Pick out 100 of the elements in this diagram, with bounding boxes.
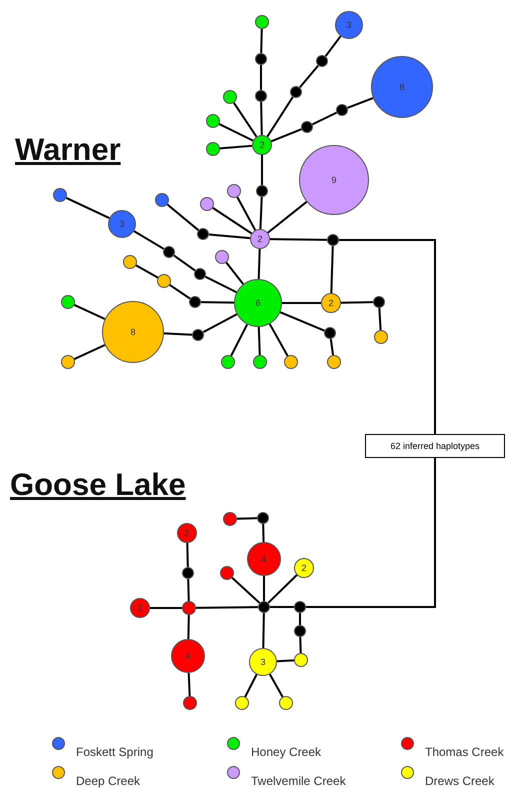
haplotype-circle xyxy=(335,11,363,39)
connector-line xyxy=(268,323,288,356)
connector-line xyxy=(260,65,262,90)
connector-line xyxy=(236,196,256,231)
connector-line xyxy=(258,326,261,356)
connector-line xyxy=(347,97,374,109)
median-vector-dot xyxy=(189,296,201,308)
haplotype-circle xyxy=(130,598,150,618)
label-box xyxy=(365,434,505,458)
connector-line xyxy=(266,96,294,138)
haplotype-circle xyxy=(249,648,277,676)
connector-line xyxy=(259,196,263,230)
connector-line xyxy=(212,207,252,234)
haplotype-circle xyxy=(227,184,241,198)
connector-line xyxy=(280,311,325,332)
haplotype-circle xyxy=(157,274,171,288)
connector-line xyxy=(378,308,382,330)
region-title: Goose Lake xyxy=(10,469,186,500)
connector-line xyxy=(330,246,334,294)
connector-line xyxy=(134,230,164,250)
connector-line xyxy=(262,612,265,648)
haplotype-count: 8 xyxy=(130,328,136,336)
haplotype-circle xyxy=(206,114,220,128)
haplotype-circle xyxy=(223,90,237,104)
median-vector-dot xyxy=(290,86,302,98)
connector-line xyxy=(267,201,308,234)
haplotype-circle xyxy=(200,197,214,211)
connector-line xyxy=(233,102,258,138)
median-vector-dot xyxy=(255,90,267,102)
haplotype-circle xyxy=(171,639,205,673)
legend-label: Drews Creek xyxy=(425,775,494,787)
haplotype-count: 2 xyxy=(257,234,262,244)
haplotype-circle xyxy=(215,250,229,264)
connector-line xyxy=(187,578,190,602)
haplotype-count: 3 xyxy=(119,220,124,228)
haplotype-circle xyxy=(234,279,282,327)
connector-line xyxy=(268,574,298,604)
median-vector-dot xyxy=(294,601,306,613)
haplotype-circle xyxy=(155,193,169,207)
connector-line xyxy=(299,613,301,625)
connector-line xyxy=(218,123,254,142)
median-vector-dot xyxy=(324,327,336,339)
connector-line xyxy=(299,64,319,88)
connector-line xyxy=(270,128,302,142)
connector-line xyxy=(196,606,258,609)
haplotype-circle xyxy=(61,295,75,309)
connector-line xyxy=(166,204,200,231)
median-vector-dot xyxy=(294,625,306,637)
connector-line xyxy=(339,239,436,434)
connector-line xyxy=(270,606,294,608)
connector-line xyxy=(136,264,158,278)
connector-line xyxy=(282,302,321,304)
connector-line xyxy=(330,338,334,356)
connector-line xyxy=(188,672,191,696)
median-vector-dot xyxy=(194,268,206,280)
haplotype-circle xyxy=(374,330,388,344)
haplotype-count: 6 xyxy=(255,298,260,308)
median-vector-dot xyxy=(258,601,270,613)
haplotype-circle xyxy=(294,558,314,578)
connector-line xyxy=(187,614,190,640)
connector-line xyxy=(270,238,328,241)
haplotype-circle xyxy=(177,523,197,543)
haplotype-circle xyxy=(221,355,235,369)
haplotype-count: 4 xyxy=(185,652,190,660)
haplotype-circle xyxy=(321,293,341,313)
haplotype-count: 4 xyxy=(261,554,266,564)
haplotype-count: 8 xyxy=(399,82,404,92)
connector-line xyxy=(263,576,265,601)
connector-line xyxy=(260,102,263,136)
connector-line xyxy=(150,607,182,609)
haplotype-circle xyxy=(183,696,197,710)
connector-line xyxy=(74,304,106,320)
connector-line xyxy=(200,301,234,304)
connector-line xyxy=(202,313,238,334)
haplotype-circle xyxy=(279,696,293,710)
haplotype-count: 9 xyxy=(331,176,336,184)
median-vector-dot xyxy=(182,567,194,579)
connector-line xyxy=(244,674,258,698)
haplotype-circle xyxy=(182,601,196,615)
legend-label: Deep Creek xyxy=(76,775,140,787)
haplotype-count: 2 xyxy=(184,528,190,538)
legend-label: Honey Creek xyxy=(251,746,322,758)
connector-line xyxy=(231,577,260,604)
legend-label: Foskett Spring xyxy=(76,746,154,758)
connector-line xyxy=(226,262,244,285)
connector-line xyxy=(169,284,191,300)
haplotype-circle xyxy=(327,355,341,369)
median-vector-dot xyxy=(256,185,268,197)
connector-line xyxy=(236,517,258,520)
haplotype-count: 3 xyxy=(260,658,266,666)
connector-line xyxy=(340,301,374,304)
connector-line xyxy=(186,542,189,568)
median-vector-dot xyxy=(316,55,328,67)
connector-line xyxy=(324,36,342,57)
haplotype-circle xyxy=(61,355,75,369)
haplotype-circle xyxy=(255,15,269,29)
haplotype-circle xyxy=(108,210,136,238)
haplotype-circle xyxy=(223,512,237,526)
haplotype-count: 2 xyxy=(259,140,264,150)
haplotype-circle xyxy=(123,255,137,269)
